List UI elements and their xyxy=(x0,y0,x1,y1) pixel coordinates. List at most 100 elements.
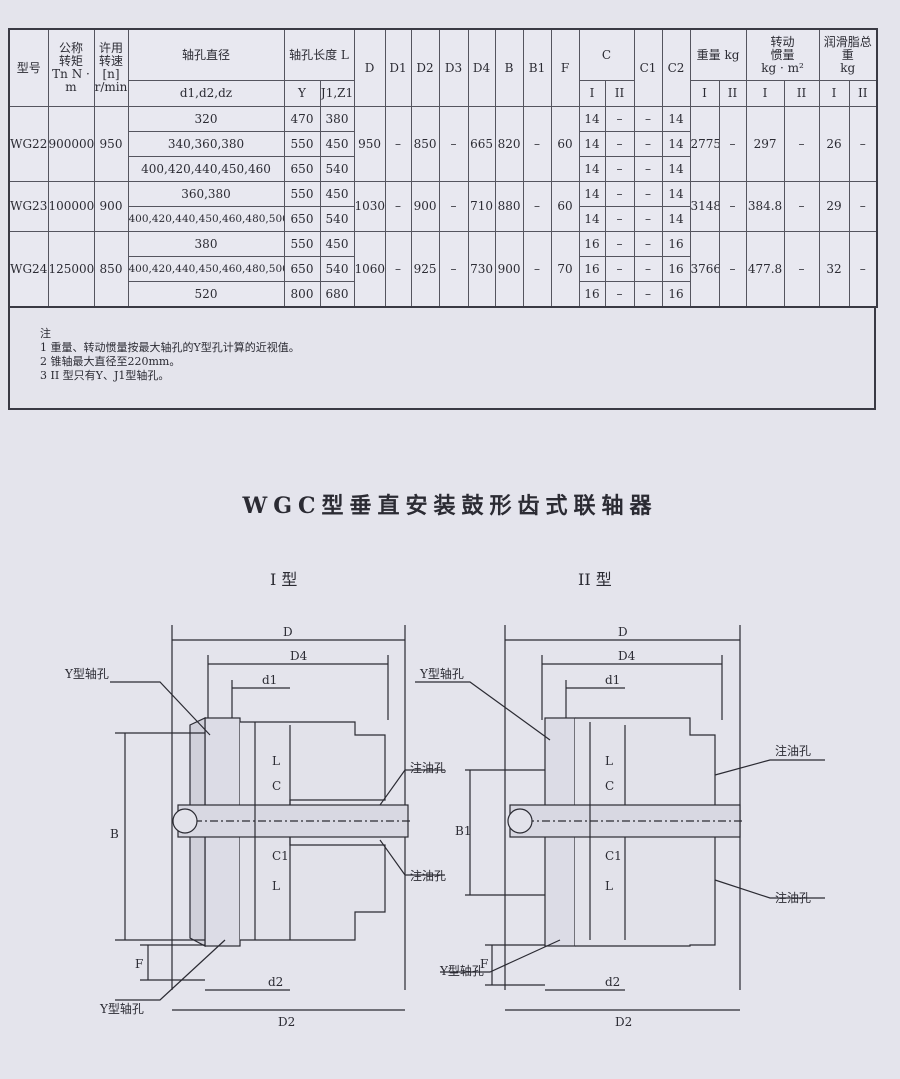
type2-D: D xyxy=(618,625,628,639)
header-speed-unit: [n] r/min xyxy=(94,67,128,94)
section-title: WGC型垂直安装鼓形齿式联轴器 xyxy=(242,493,658,519)
cell-torque: 1000000 xyxy=(47,181,95,232)
type1-L1: L xyxy=(272,754,280,768)
header-inertia-label: 转动惯量 xyxy=(770,34,795,62)
header-torque-label: 公称转矩 xyxy=(58,41,83,68)
cell-D3: – xyxy=(438,106,469,182)
header-grease-ii: II xyxy=(848,80,878,107)
table-row: WG2412500008503805504501060–925–730900–7… xyxy=(8,231,878,308)
cell-bore: 400,420,440,450,460,480,500 xyxy=(127,206,285,232)
cell-w2: – xyxy=(718,181,747,232)
cell-c2: 14 xyxy=(661,181,691,207)
type2-L2: L xyxy=(605,879,613,893)
header-speed-label: 许用转速 xyxy=(98,41,123,68)
cell-speed: 900 xyxy=(93,181,129,232)
note-2: 2 锥轴最大直径至220mm。 xyxy=(40,355,181,368)
cell-c-i: 14 xyxy=(578,181,606,207)
cell-length-y: 470 xyxy=(283,106,321,132)
cell-length-j: 540 xyxy=(319,256,355,282)
cell-model: WG22 xyxy=(8,106,49,182)
type1-label: I 型 xyxy=(270,570,297,589)
cell-D2: 850 xyxy=(410,106,440,182)
type1-B: B xyxy=(110,827,119,841)
cell-torque: 900000 xyxy=(47,106,95,182)
type2-D2: D2 xyxy=(615,1015,632,1029)
header-D: D xyxy=(353,28,386,107)
notes-title: 注 xyxy=(40,327,51,340)
cell-i1: 297 xyxy=(745,106,785,182)
cell-g2: – xyxy=(848,181,878,232)
type1-D4: D4 xyxy=(290,649,308,663)
cell-c2: 14 xyxy=(661,206,691,232)
cell-bore: 400,420,440,450,460,480,500 xyxy=(127,256,285,282)
type1-d1: d1 xyxy=(262,673,277,687)
header-length-j: J1,Z1 xyxy=(319,80,355,107)
cell-g1: 32 xyxy=(818,231,850,308)
cell-w1: 3766 xyxy=(689,231,720,308)
cell-bore: 360,380 xyxy=(127,181,285,207)
note-3: 3 II 型只有Y、J1型轴孔。 xyxy=(40,369,170,382)
type1-C1: C1 xyxy=(272,849,289,863)
notes-frame xyxy=(8,308,876,410)
type2-y-bore-top: Y型轴孔 xyxy=(419,666,464,681)
cell-length-y: 650 xyxy=(283,256,321,282)
cell-c2: 14 xyxy=(661,106,691,132)
cell-g1: 29 xyxy=(818,181,850,232)
cell-length-j: 680 xyxy=(319,281,355,308)
header-torque-unit: Tn N · m xyxy=(52,67,90,94)
type1-C: C xyxy=(272,779,281,793)
cell-B: 900 xyxy=(494,231,524,308)
notes: 注 1 重量、转动惯量按最大轴孔的Y型孔计算的近视值。 2 锥轴最大直径至220… xyxy=(10,311,874,409)
cell-length-y: 650 xyxy=(283,206,321,232)
type1-d2: d2 xyxy=(268,975,283,989)
cell-D4: 665 xyxy=(467,106,496,182)
header-speed: 许用转速[n] r/min xyxy=(93,28,129,107)
cell-c-ii: – xyxy=(604,131,635,157)
type1-oil-hole-1: 注油孔 xyxy=(410,760,446,775)
type2-L1: L xyxy=(605,754,613,768)
cell-i2: – xyxy=(783,231,820,308)
type2-oil-hole-1: 注油孔 xyxy=(775,743,811,758)
type2-d1: d1 xyxy=(605,673,620,687)
type2-drawing xyxy=(415,625,825,1011)
cell-length-y: 800 xyxy=(283,281,321,308)
cell-c-i: 14 xyxy=(578,106,606,132)
cell-c1: – xyxy=(633,156,663,182)
type2-D4: D4 xyxy=(618,649,636,663)
cell-D3: – xyxy=(438,181,469,232)
header-weight-i: I xyxy=(689,80,720,107)
cell-i2: – xyxy=(783,181,820,232)
cell-c2: 16 xyxy=(661,256,691,282)
cell-F: 60 xyxy=(550,106,580,182)
type1-oil-hole-2: 注油孔 xyxy=(410,868,446,883)
cell-F: 60 xyxy=(550,181,580,232)
cell-c-ii: – xyxy=(604,281,635,308)
type1-D2: D2 xyxy=(278,1015,295,1029)
cell-c-i: 14 xyxy=(578,131,606,157)
cell-speed: 950 xyxy=(93,106,129,182)
cell-D1: – xyxy=(384,106,412,182)
cell-D2: 925 xyxy=(410,231,440,308)
cell-w2: – xyxy=(718,106,747,182)
type1-drawing xyxy=(110,625,445,1011)
cell-D4: 730 xyxy=(467,231,496,308)
header-inertia-unit: kg · m² xyxy=(761,60,804,75)
type1-F: F xyxy=(135,957,143,971)
header-grease-label: 润滑脂总重 xyxy=(823,34,872,62)
type2-B1: B1 xyxy=(455,824,471,838)
header-grease-i: I xyxy=(818,80,850,107)
type2-y-bore-bottom: Y型轴孔 xyxy=(439,963,484,978)
note-1: 1 重量、转动惯量按最大轴孔的Y型孔计算的近视值。 xyxy=(40,341,300,354)
cell-c-i: 16 xyxy=(578,281,606,308)
type1-D: D xyxy=(283,625,293,639)
